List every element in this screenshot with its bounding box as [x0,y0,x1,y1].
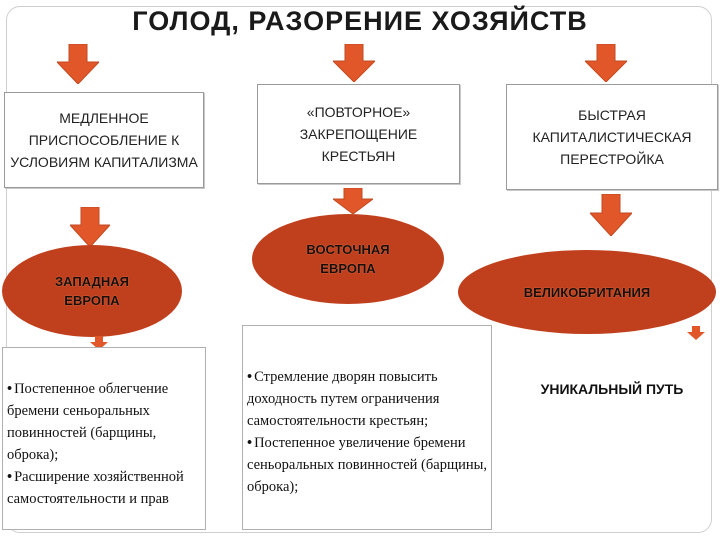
box-line: КРЕСТЬЯН [321,148,396,164]
arrow-down-icon [57,44,99,84]
region-ellipse-western-europe: ЗАПАДНАЯ ЕВРОПА [2,245,182,337]
arrow-down-icon [70,207,110,247]
detail-text: Стремление дворян повысить доходность пу… [247,369,440,429]
box-line: ПЕРЕСТРОЙКА [560,151,664,167]
outcome-box-slow-adaptation: МЕДЛЕННОЕ ПРИСПОСОБЛЕНИЕ К УСЛОВИЯМ КАПИ… [4,92,204,188]
region-line: ВЕЛИКОБРИТАНИЯ [523,284,651,300]
slide-frame [6,6,712,533]
arrow-down-icon [333,44,375,82]
detail-text: Постепенное облегчение бремени сеньораль… [7,381,169,463]
region-line: ЕВРОПА [320,261,376,276]
arrow-down-icon [590,194,632,236]
detail-item: •Постепенное увеличение бремени сеньорал… [247,435,487,495]
arrow-down-icon [687,326,705,340]
arrow-down-icon [90,336,108,350]
outcome-box-capitalist-restructuring: БЫСТРАЯ КАПИТАЛИСТИЧЕСКАЯ ПЕРЕСТРОЙКА [506,84,718,190]
diagram-title: ГОЛОД, РАЗОРЕНИЕ ХОЗЯЙСТВ [132,6,588,36]
box-line: ПРИСПОСОБЛЕНИЕ К [28,132,180,148]
detail-item: •Постепенное облегчение бремени сеньорал… [7,381,169,463]
unique-path-label: УНИКАЛЬНЫЙ ПУТЬ [540,381,684,397]
box-line: УСЛОВИЯМ КАПИТАЛИЗМА [10,154,198,170]
box-line: МЕДЛЕННОЕ [59,110,149,126]
detail-text: Постепенное увеличение бремени сеньораль… [247,435,487,495]
region-line: ЕВРОПА [64,293,120,308]
detail-item: •Стремление дворян повысить доходность п… [247,369,440,429]
region-line: ВОСТОЧНАЯ [306,242,390,257]
details-western-europe: •Постепенное облегчение бремени сеньорал… [2,347,206,530]
details-eastern-europe: •Стремление дворян повысить доходность п… [242,325,492,530]
outcome-box-second-serfdom: «ПОВТОРНОЕ» ЗАКРЕПОЩЕНИЕ КРЕСТЬЯН [257,84,460,184]
box-line: БЫСТРАЯ [578,107,646,123]
box-line: «ПОВТОРНОЕ» [306,104,411,120]
arrow-down-icon [585,44,627,82]
box-line: ЗАКРЕПОЩЕНИЕ [299,126,418,142]
detail-text: Расширение хозяйственной самостоятельнос… [7,469,184,507]
region-line: ЗАПАДНАЯ [55,274,129,289]
arrow-down-icon [333,188,373,214]
box-line: КАПИТАЛИСТИЧЕСКАЯ [532,129,692,145]
region-ellipse-eastern-europe: ВОСТОЧНАЯ ЕВРОПА [252,214,444,304]
detail-item: •Расширение хозяйственной самостоятельно… [7,469,184,507]
region-ellipse-great-britain: ВЕЛИКОБРИТАНИЯ [458,250,716,334]
